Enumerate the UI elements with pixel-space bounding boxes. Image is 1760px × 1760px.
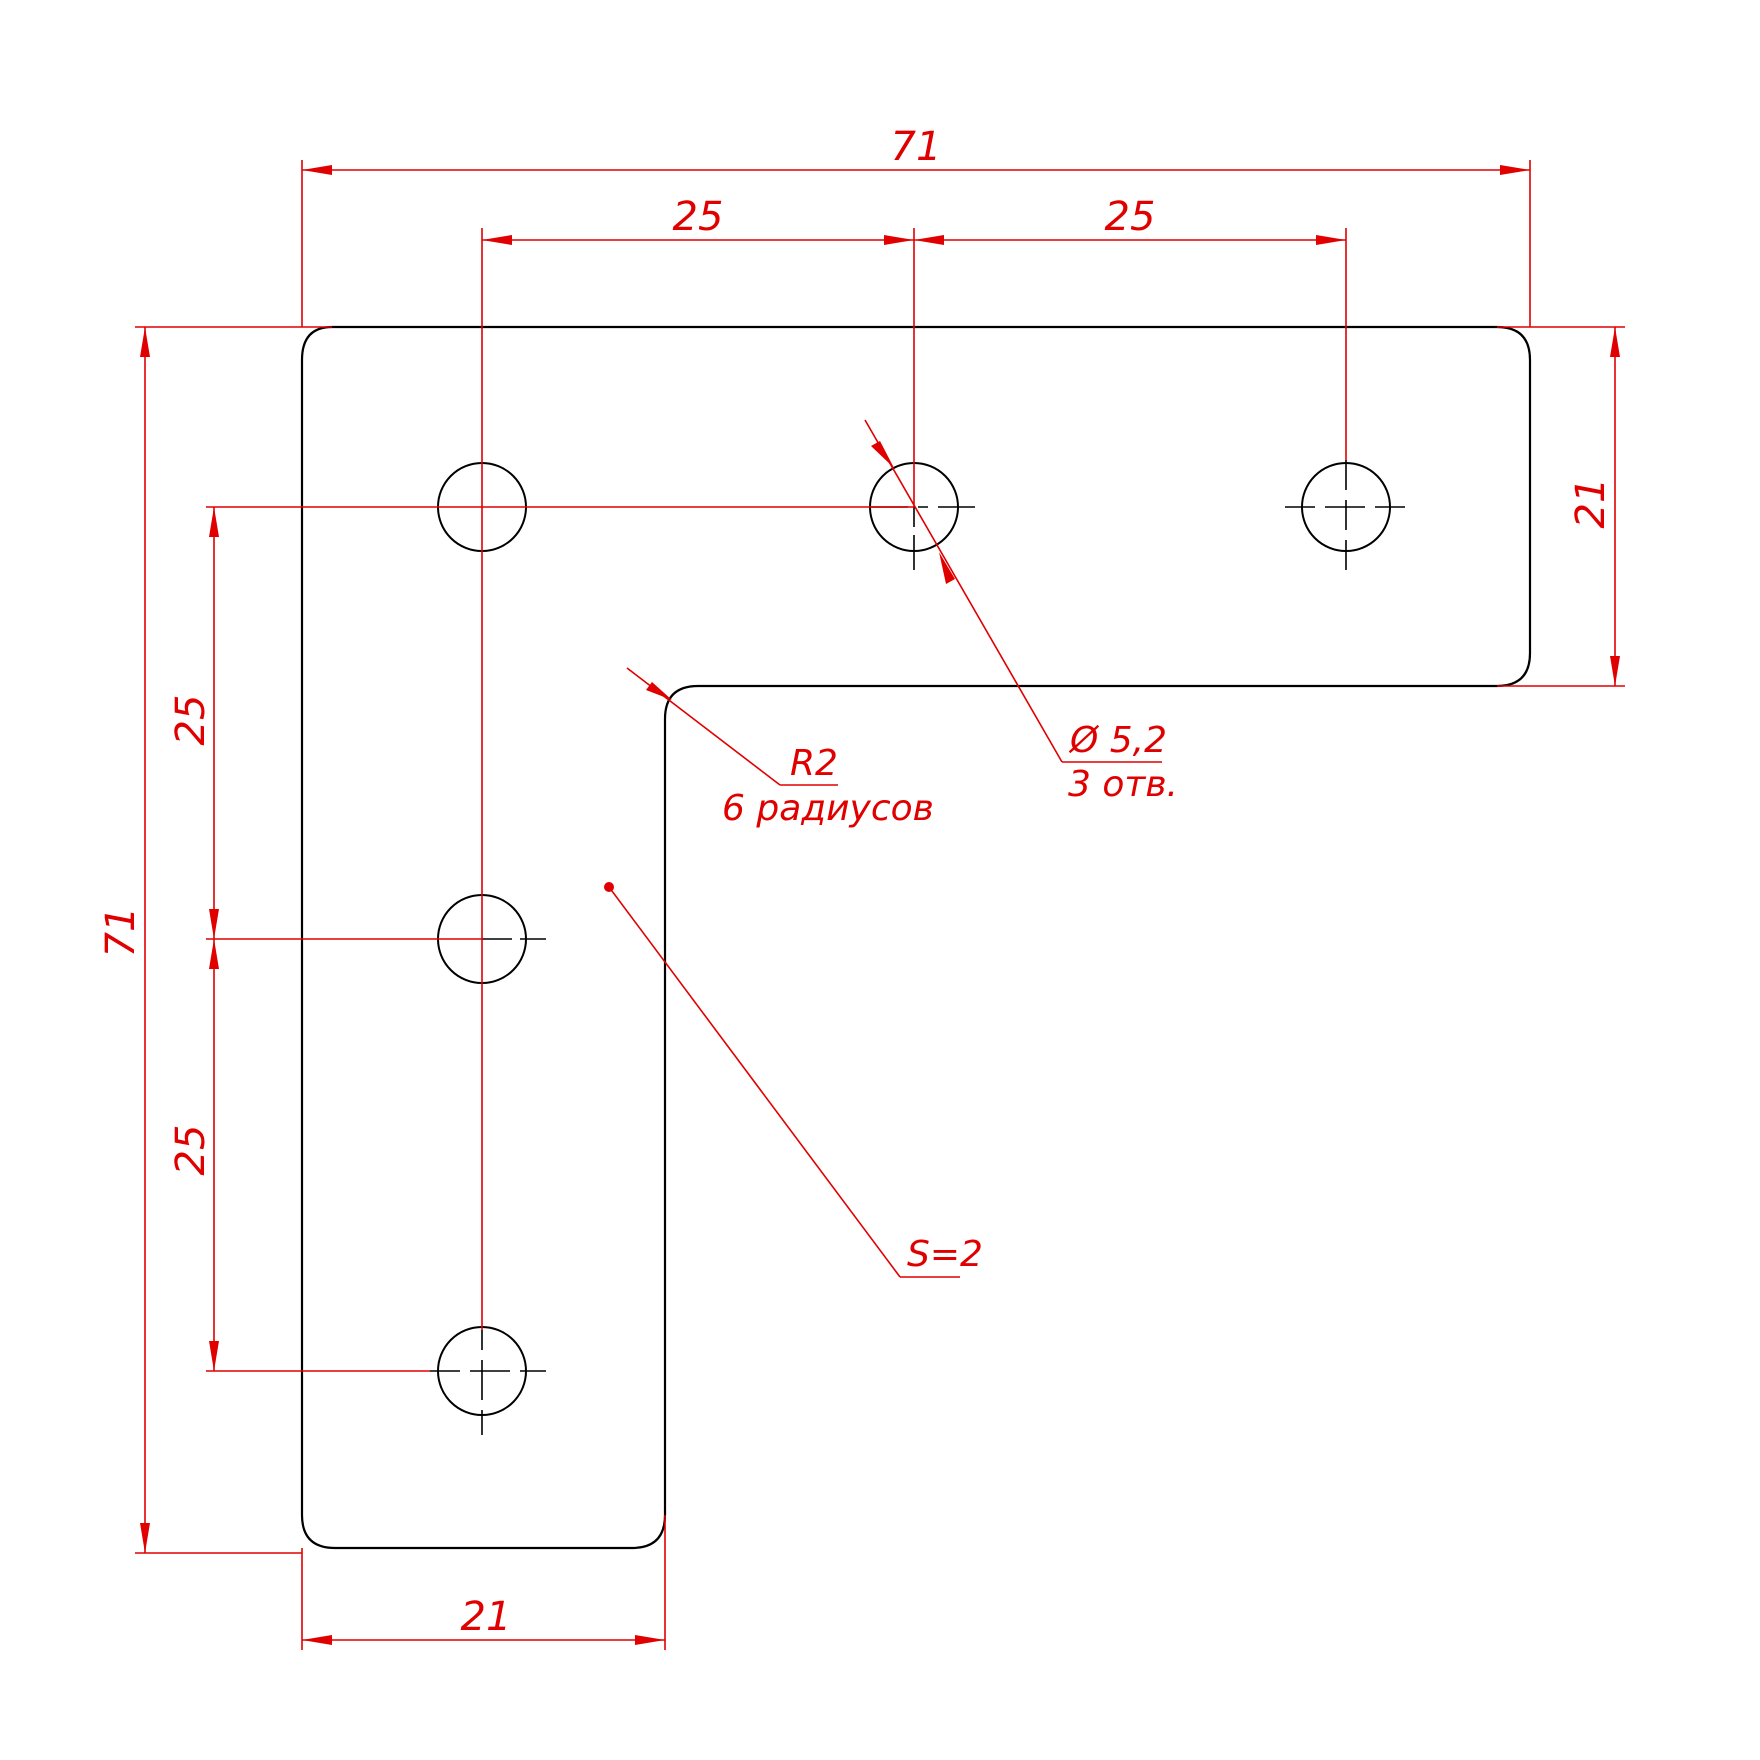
dim-arm-width-right: 21 [1568, 478, 1614, 529]
center-marks [430, 460, 1408, 1435]
dimension-lines [135, 160, 1625, 1650]
dim-hole-pitch-left-2: 25 [168, 1125, 214, 1176]
callout-notes: Ø 5,2 3 отв. R2 6 радиусов S=2 [722, 720, 1178, 1275]
dim-hole-pitch-top-1: 25 [673, 194, 724, 240]
dim-arm-width-bottom: 21 [461, 1594, 512, 1640]
dim-hole-pitch-top-2: 25 [1105, 194, 1156, 240]
dimension-text: 71 25 25 71 25 25 21 21 [98, 124, 1614, 1640]
callout-radius: R2 [790, 743, 838, 784]
callout-thickness: S=2 [907, 1234, 983, 1275]
arrowheads [140, 165, 1620, 1645]
callout-radius-count: 6 радиусов [722, 788, 934, 829]
bracket-outline [300, 325, 1532, 1550]
dim-overall-height: 71 [98, 907, 144, 958]
dim-hole-pitch-left-1: 25 [168, 695, 214, 746]
callout-hole-count: 3 отв. [1068, 764, 1178, 805]
callout-hole-diameter: Ø 5,2 [1068, 720, 1167, 761]
dim-overall-width: 71 [891, 124, 942, 170]
